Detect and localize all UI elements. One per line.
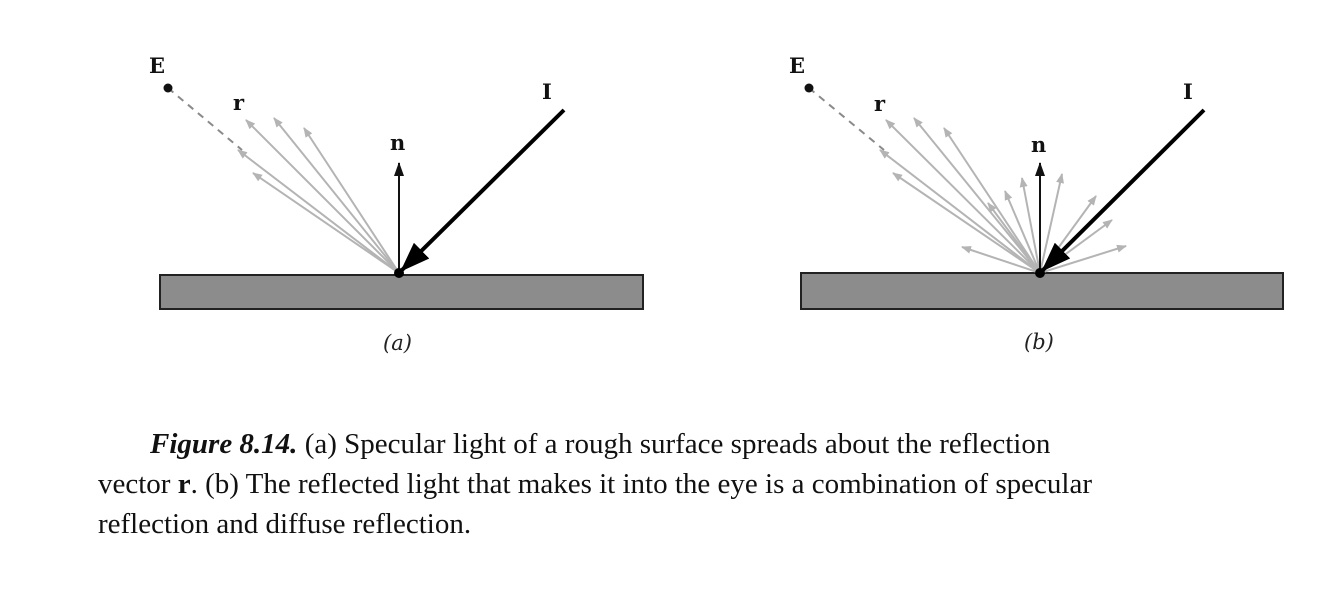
caption-text-2a: vector (98, 468, 178, 500)
figure-number: Figure 8.14. (150, 428, 298, 460)
reflected-ray (237, 149, 400, 274)
reflected-ray (885, 119, 1041, 274)
reflection-figure: E r n I (a) (149, 53, 1284, 355)
specular-rays-a (237, 117, 400, 274)
eye-label-b: E (789, 53, 805, 78)
incident-light-a (399, 108, 566, 273)
diffuse-ray (1019, 177, 1041, 274)
normal-label-b: n (1031, 132, 1046, 157)
diffuse-rays-b (961, 173, 1127, 274)
reflected-ray (913, 117, 1041, 274)
incident-label-b: I (1183, 79, 1193, 104)
reflection-label-a: r (233, 90, 245, 115)
caption-line-3: reflection and diffuse reflection. (98, 508, 472, 540)
diagram-a: E r n I (a) (149, 53, 644, 355)
hit-point-b (1035, 268, 1045, 278)
reflected-ray (943, 127, 1041, 274)
specular-rays-b (879, 117, 1041, 274)
caption-line-2: vector r. (b) The reflected light that m… (98, 464, 1298, 504)
caption-line-1: Figure 8.14. (a) Specular light of a rou… (98, 424, 1298, 464)
reflected-ray (252, 172, 400, 274)
sublabel-b: (b) (1024, 330, 1054, 354)
incident-light-b (1040, 108, 1206, 273)
reflected-ray (245, 119, 400, 274)
diagram-b: E r n I (b) (789, 53, 1284, 354)
normal-label-a: n (390, 130, 405, 155)
reflection-label-b: r (874, 91, 886, 116)
caption-text-1: (a) Specular light of a rough surface sp… (297, 428, 1051, 460)
surface-b (800, 272, 1284, 310)
caption-text-2b: . (b) The reflected light that makes it … (190, 468, 1092, 500)
eye-label-a: E (149, 53, 165, 78)
reflected-ray (892, 172, 1041, 274)
reflected-ray (303, 127, 400, 274)
diffuse-ray (961, 246, 1041, 274)
diffuse-ray (1004, 190, 1041, 274)
reflected-ray (273, 117, 400, 274)
caption-bold-r: r (177, 468, 191, 500)
eye-sight-line-a (167, 87, 243, 151)
figure-caption: Figure 8.14. (a) Specular light of a rou… (98, 424, 1298, 544)
sublabel-a: (a) (383, 331, 412, 355)
incident-label-a: I (542, 79, 552, 104)
reflected-ray (879, 149, 1041, 274)
diffuse-ray (987, 202, 1041, 274)
hit-point-a (394, 268, 404, 278)
eye-sight-line-b (808, 87, 885, 151)
surface-a (159, 274, 644, 310)
eye-point-b (804, 83, 814, 93)
eye-point-a (163, 83, 173, 93)
